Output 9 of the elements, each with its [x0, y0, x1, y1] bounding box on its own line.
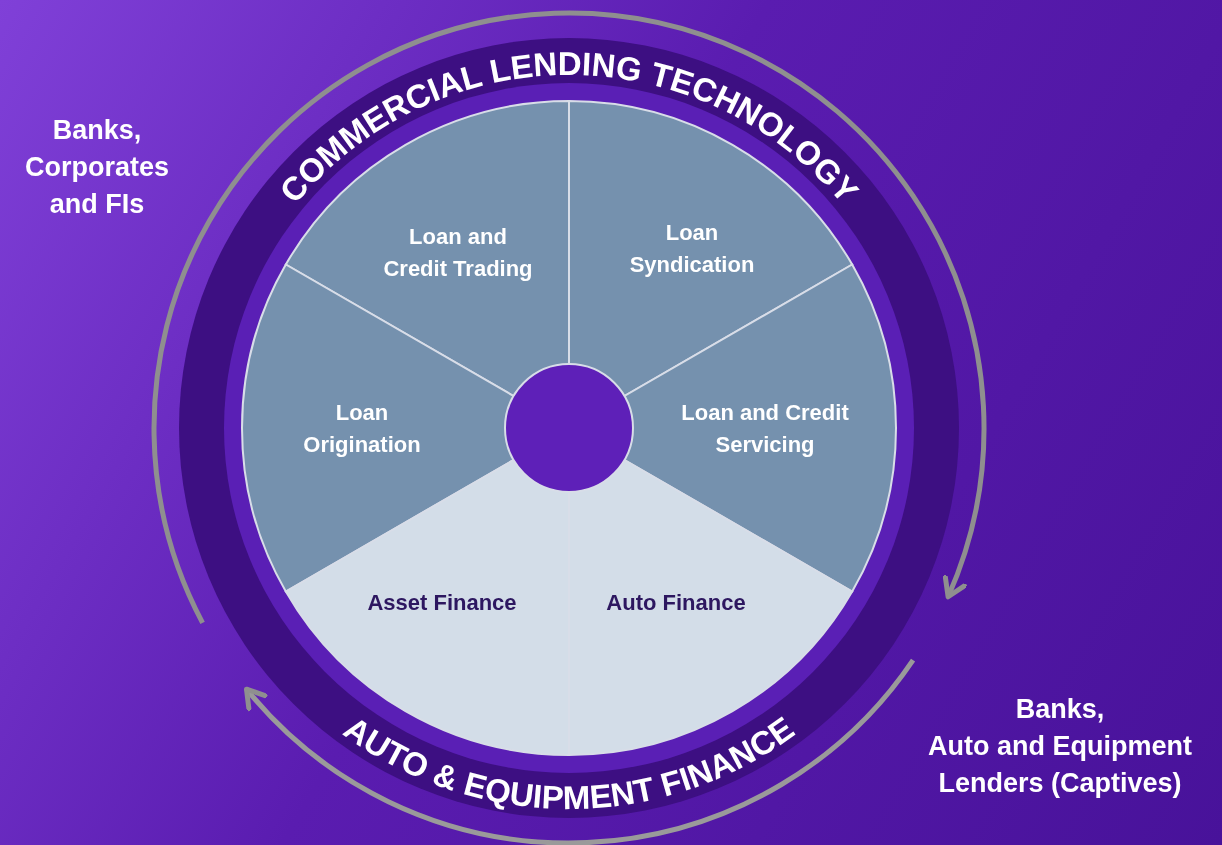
client-label: Banks,: [1014, 693, 1106, 726]
segment-label: Asset Finance: [366, 589, 518, 617]
segment-label: Auto Finance: [605, 589, 747, 617]
segment-label: Loan Origination: [302, 399, 422, 459]
client-label: Auto and Equipment Lenders (Captives): [927, 730, 1193, 800]
segment-label: Loan and Credit Trading: [382, 223, 534, 283]
segment-label: Loan Syndication: [628, 219, 756, 279]
segment-label: Loan and Credit Servicing: [680, 399, 850, 459]
client-label: Banks, Corporates and FIs: [24, 114, 170, 221]
